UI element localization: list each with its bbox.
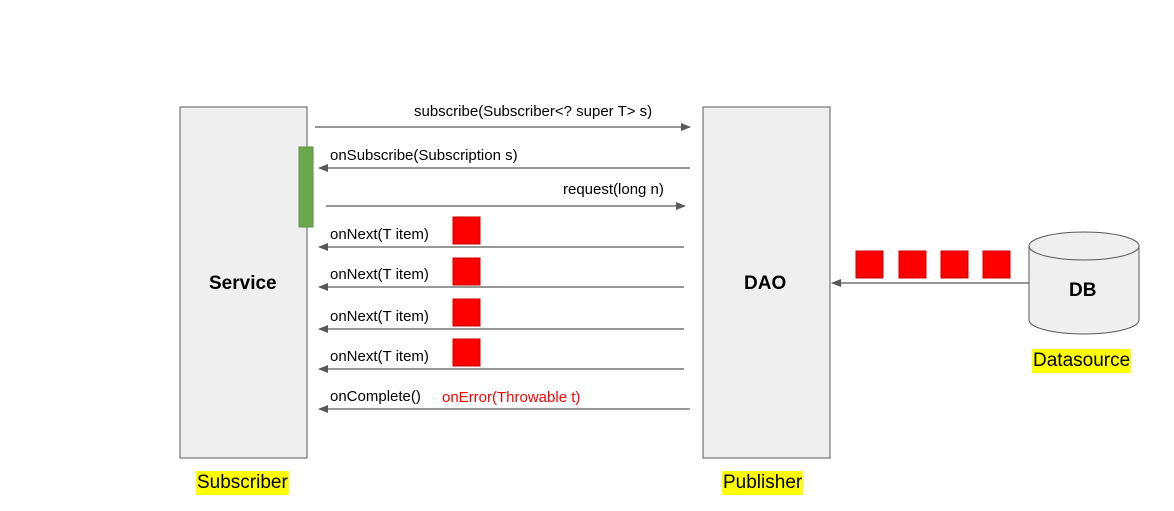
publisher-role-label: Publisher — [722, 471, 804, 495]
subscription-bar — [298, 146, 314, 228]
on-subscribe-message-label: onSubscribe(Subscription s) — [330, 147, 518, 164]
request-message-label: request(long n) — [563, 181, 664, 198]
on-next-message-label: onNext(T item) — [330, 226, 429, 243]
service-box — [179, 106, 308, 459]
stream-item-square — [898, 250, 927, 279]
dao-box — [702, 106, 831, 459]
stream-item-square — [855, 250, 884, 279]
stream-item-square — [982, 250, 1011, 279]
db-label: DB — [1069, 280, 1097, 301]
stream-item-square — [940, 250, 969, 279]
dao-label: DAO — [744, 273, 787, 294]
datasource-role-label: Datasource — [1032, 349, 1132, 373]
on-next-message-label: onNext(T item) — [330, 266, 429, 283]
on-error-message-label: onError(Throwable t) — [442, 389, 581, 406]
item-square — [452, 298, 481, 327]
subscriber-role-label: Subscriber — [196, 471, 289, 495]
db-cylinder — [1028, 231, 1140, 335]
on-complete-message-label: onComplete() — [330, 388, 421, 405]
subscribe-message-label: subscribe(Subscriber<? super T> s) — [414, 103, 653, 120]
item-square — [452, 338, 481, 367]
on-next-message-label: onNext(T item) — [330, 348, 429, 365]
item-square — [452, 216, 481, 245]
on-next-message-label: onNext(T item) — [330, 308, 429, 325]
item-square — [452, 257, 481, 286]
service-label: Service — [209, 273, 277, 294]
